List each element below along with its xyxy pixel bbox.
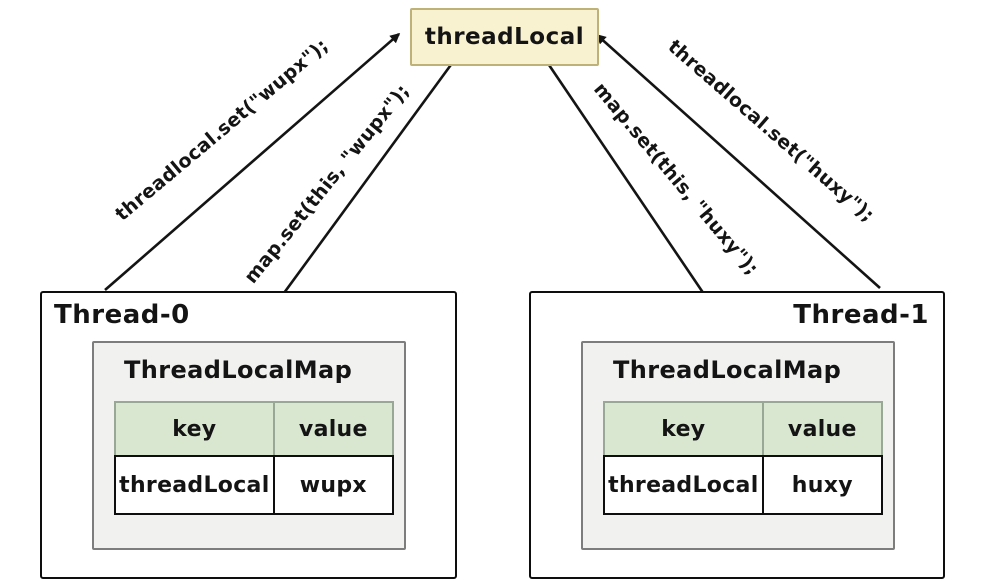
thread0-map-table: key value threadLocal wupx — [114, 401, 394, 515]
table-cell-key: threadLocal — [605, 457, 764, 513]
table-cell-value: wupx — [299, 472, 367, 498]
table-header-key: key — [116, 403, 275, 455]
table-header-value: value — [787, 416, 857, 442]
threadlocal-node-label: threadLocal — [424, 24, 585, 50]
table-header-row: key value — [603, 401, 883, 457]
thread0-threadlocalmap-panel: ThreadLocalMap key value threadLocal wup… — [92, 341, 406, 550]
thread1-box: Thread-1 ThreadLocalMap key value thread… — [529, 291, 945, 579]
arrow-threadlocal-to-thread0-map — [252, 61, 455, 336]
threadlocal-node: threadLocal — [410, 8, 599, 66]
thread0-name: Thread-0 — [54, 300, 190, 330]
table-cell-value: huxy — [791, 472, 853, 498]
thread0-map-title: ThreadLocalMap — [124, 356, 353, 384]
table-cell-key: threadLocal — [116, 457, 275, 513]
table-header-key: key — [605, 403, 764, 455]
thread1-name: Thread-1 — [793, 300, 929, 330]
table-header-value: value — [298, 416, 368, 442]
thread1-map-title: ThreadLocalMap — [613, 356, 842, 384]
table-header-row: key value — [114, 401, 394, 457]
arrow-thread1-to-threadlocal — [595, 34, 881, 289]
table-row: threadLocal wupx — [114, 455, 394, 515]
thread0-box: Thread-0 ThreadLocalMap key value thread… — [40, 291, 457, 579]
thread1-map-table: key value threadLocal huxy — [603, 401, 883, 515]
arrow-threadlocal-to-thread1-map — [545, 61, 733, 336]
table-row: threadLocal huxy — [603, 455, 883, 515]
thread1-threadlocalmap-panel: ThreadLocalMap key value threadLocal hux… — [581, 341, 895, 550]
arrow-thread0-to-threadlocal — [104, 33, 401, 291]
